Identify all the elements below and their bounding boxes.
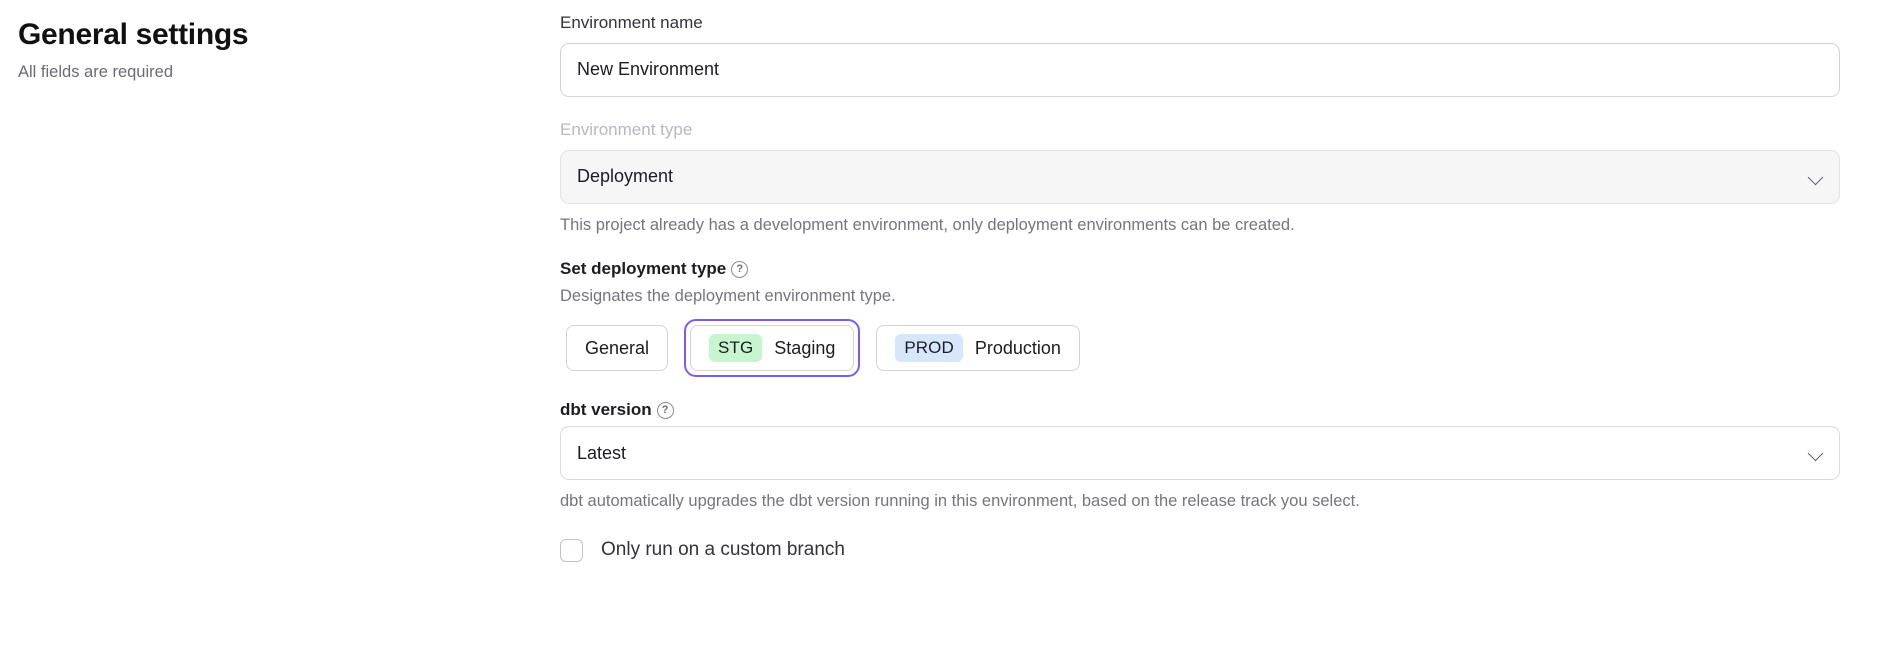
- dbt-version-helper-text: dbt automatically upgrades the dbt versi…: [560, 492, 1360, 511]
- dbt-version-label-text: dbt version: [560, 400, 652, 420]
- deployment-type-label: Set deployment type?: [560, 258, 1840, 281]
- field-environment-name: Environment name New Environment: [560, 12, 1840, 97]
- deployment-type-option-production-wrap: PROD Production: [870, 319, 1086, 377]
- chevron-down-icon: [1807, 446, 1824, 462]
- dbt-version-value: Latest: [577, 442, 627, 463]
- deployment-type-option-production-label: Production: [974, 337, 1061, 358]
- deployment-type-option-general[interactable]: General: [566, 325, 669, 372]
- deployment-type-description: Designates the deployment environment ty…: [560, 287, 896, 306]
- production-badge: PROD: [895, 334, 963, 363]
- settings-form-column: Environment name New Environment Environ…: [560, 0, 1888, 660]
- page-subtitle: All fields are required: [18, 62, 173, 81]
- environment-type-select[interactable]: Deployment: [560, 149, 1840, 204]
- field-environment-type: Environment type Deployment This project…: [560, 119, 1840, 236]
- page-title: General settings: [18, 18, 249, 51]
- deployment-type-option-staging-wrap: STG Staging: [684, 319, 861, 378]
- field-deployment-type: Set deployment type? Designates the depl…: [560, 258, 1840, 378]
- deployment-type-option-staging-label: Staging: [774, 337, 836, 358]
- deployment-type-option-staging[interactable]: STG Staging: [690, 325, 855, 372]
- dbt-version-select[interactable]: Latest: [560, 426, 1840, 481]
- deployment-type-option-group: General STG Staging PROD Production: [560, 319, 1840, 378]
- settings-header-column: General settings All fields are required: [0, 0, 560, 660]
- environment-name-input[interactable]: New Environment: [560, 42, 1840, 97]
- field-dbt-version: dbt version? Latest dbt automatically up…: [560, 399, 1840, 512]
- chevron-down-icon: [1807, 169, 1824, 186]
- deployment-type-option-general-wrap: General: [560, 319, 674, 377]
- deployment-type-option-general-label: General: [585, 337, 650, 358]
- custom-branch-row[interactable]: Only run on a custom branch: [560, 538, 1840, 562]
- environment-type-helper-text: This project already has a development e…: [560, 215, 1295, 234]
- custom-branch-checkbox[interactable]: [560, 538, 583, 562]
- help-circle-icon[interactable]: ?: [656, 402, 674, 420]
- deployment-type-label-text: Set deployment type: [560, 259, 727, 279]
- environment-type-label: Environment type: [560, 119, 693, 139]
- environment-type-value: Deployment: [577, 166, 674, 187]
- deployment-type-option-production[interactable]: PROD Production: [876, 325, 1080, 372]
- environment-name-label: Environment name: [560, 13, 703, 32]
- custom-branch-label[interactable]: Only run on a custom branch: [601, 538, 845, 560]
- staging-badge: STG: [709, 334, 763, 363]
- help-circle-icon[interactable]: ?: [731, 261, 749, 279]
- dbt-version-label: dbt version?: [560, 399, 1840, 422]
